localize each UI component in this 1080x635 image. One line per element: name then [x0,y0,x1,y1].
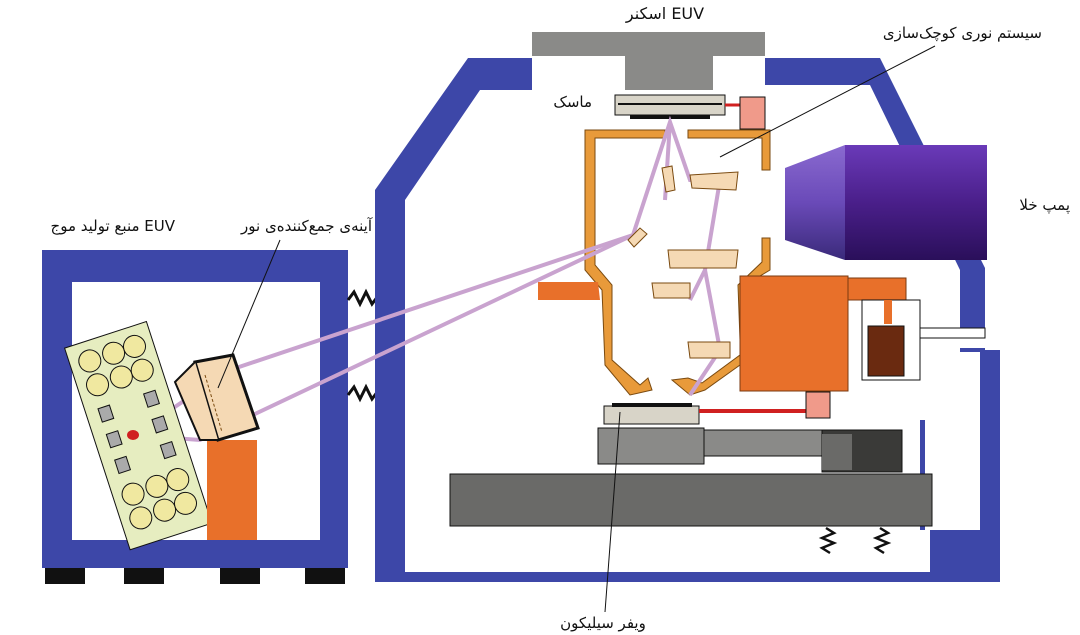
vacuum-pump [785,145,987,260]
optics-mirrors [627,165,739,359]
leader-wafer [604,411,621,613]
scanner-head [532,32,765,90]
label-vacuum-pump: پمپ خلا [1019,196,1070,215]
stage-spring-right [872,526,892,555]
plasma-point [127,430,139,440]
label-mask: ماسک [553,93,592,111]
leader-optics [719,45,936,158]
spring-upper [346,288,380,308]
wafer-stage [449,427,933,555]
stage-spring-left [818,526,838,555]
leader-collector [217,239,281,389]
mask[interactable] [614,94,766,130]
label-wafer: ویفر سیلیکون [560,614,646,632]
label-collector-mirror: آینه‌ی جمع‌کننده‌ی نور [240,217,373,235]
mask-stage-block [739,275,921,392]
euv-source-module [63,320,213,551]
label-scanner: اسکنر EUV [625,4,704,24]
wafer[interactable] [603,391,831,425]
label-source: منبع تولید موج EUV [51,217,176,236]
spring-lower [346,383,380,403]
label-optics: سیستم نوری کوچک‌سازی [883,24,1042,42]
collector-mirror[interactable] [173,353,260,540]
labels: اسکنر EUV سیستم نوری کوچک‌سازی ماسک پمپ … [51,4,1070,632]
